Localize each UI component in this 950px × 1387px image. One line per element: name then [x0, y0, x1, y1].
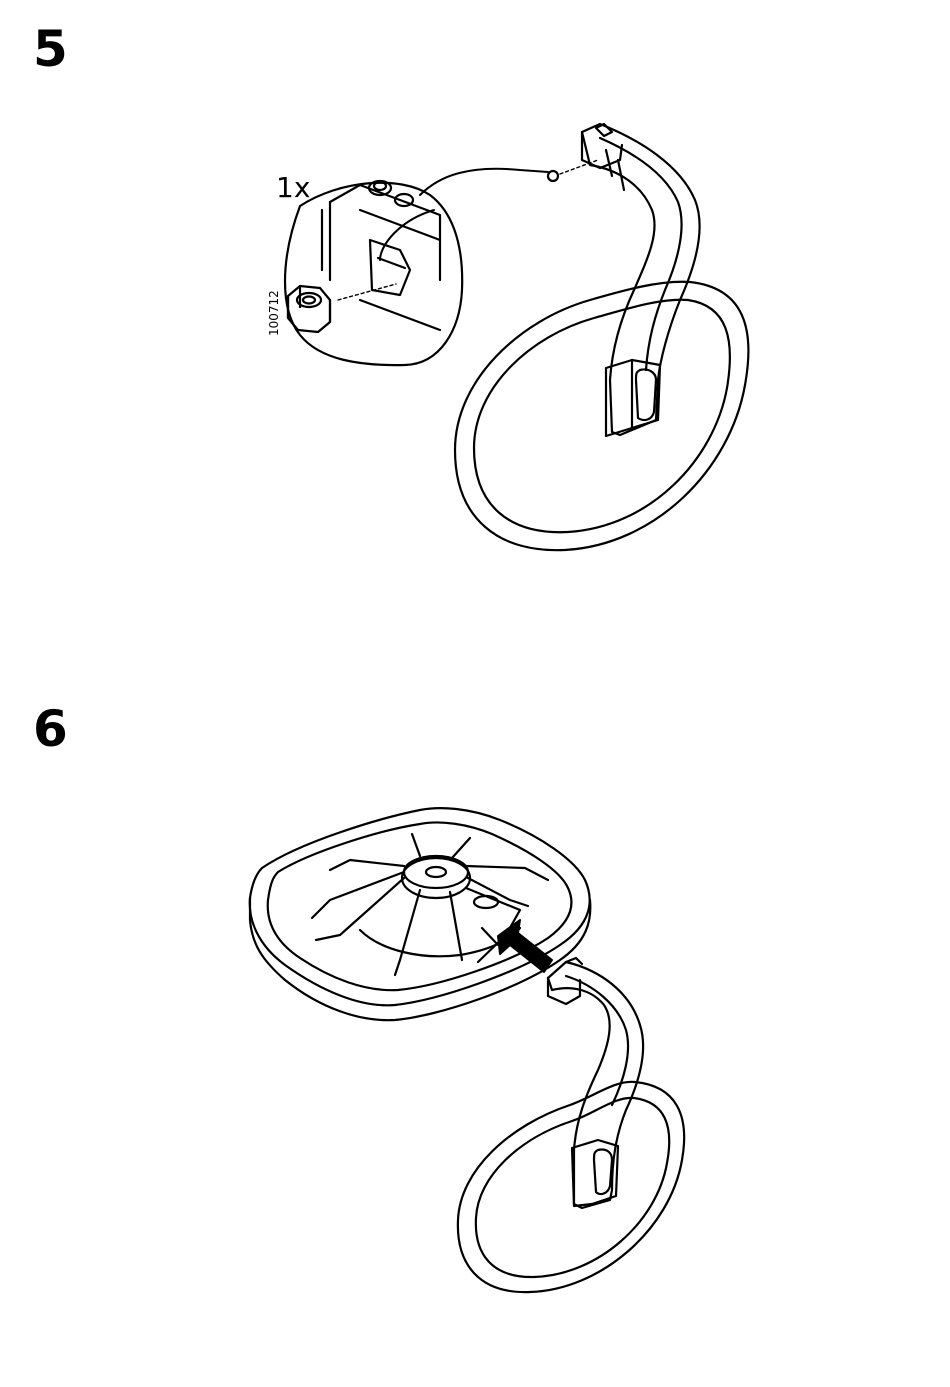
seat-tray-outer: [250, 808, 590, 1005]
oval-base-outer: [458, 1082, 684, 1292]
